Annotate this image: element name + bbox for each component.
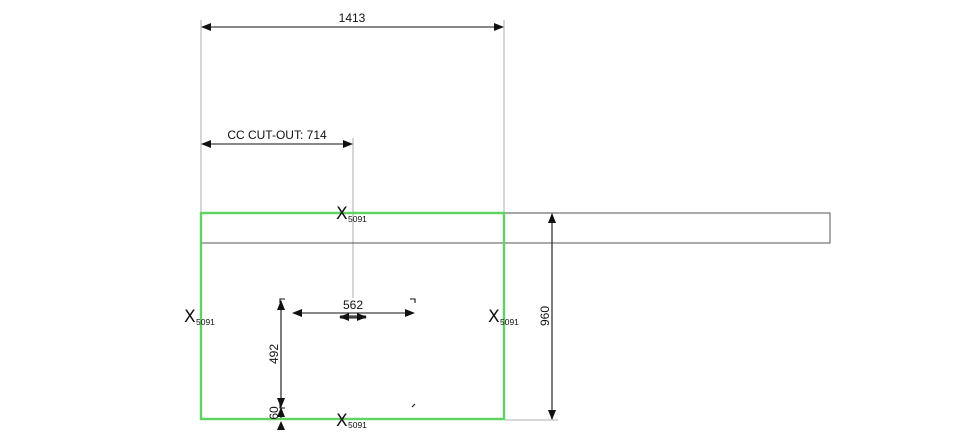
edge-marker-right-code: 5091 xyxy=(500,317,519,327)
dimension-cc-cutout: CC CUT-OUT: 714 xyxy=(201,128,353,148)
edge-marker-left-symbol: X xyxy=(184,307,196,327)
edge-marker-top: X 5091 xyxy=(336,204,367,224)
edge-marker-top-code: 5091 xyxy=(348,214,367,224)
label-cc-cutout: CC CUT-OUT: 714 xyxy=(227,128,327,142)
dimension-depth: 960 xyxy=(538,213,556,420)
dimension-front-offset: 60 xyxy=(267,406,285,430)
label-cutout-depth: 492 xyxy=(267,344,281,364)
dimension-cutout-depth: 492 xyxy=(267,300,285,408)
edge-marker-left: X 5091 xyxy=(184,307,215,327)
label-cutout-width: 562 xyxy=(343,298,363,312)
cutout-corner-top-right xyxy=(410,298,416,303)
label-depth: 960 xyxy=(538,306,552,326)
edge-marker-right: X 5091 xyxy=(488,307,519,327)
label-front-offset: 60 xyxy=(267,406,281,420)
upstand-panel xyxy=(200,212,831,244)
cutout-corners xyxy=(279,298,416,409)
edge-marker-top-symbol: X xyxy=(336,204,348,224)
edge-marker-left-code: 5091 xyxy=(196,317,215,327)
edge-marker-bottom-code: 5091 xyxy=(348,420,367,430)
label-overall-width: 1413 xyxy=(339,11,366,25)
edge-marker-right-symbol: X xyxy=(488,307,500,327)
edge-marker-bottom: X 5091 xyxy=(336,411,367,431)
front-offset-arrow-up xyxy=(277,421,285,430)
dimension-overall-width: 1413 xyxy=(201,11,504,31)
cutout-corner-bottom-right xyxy=(411,403,416,408)
worktop-outline xyxy=(199,211,506,421)
dimension-cutout-width: 562 xyxy=(292,298,415,321)
edge-marker-bottom-symbol: X xyxy=(336,411,348,431)
